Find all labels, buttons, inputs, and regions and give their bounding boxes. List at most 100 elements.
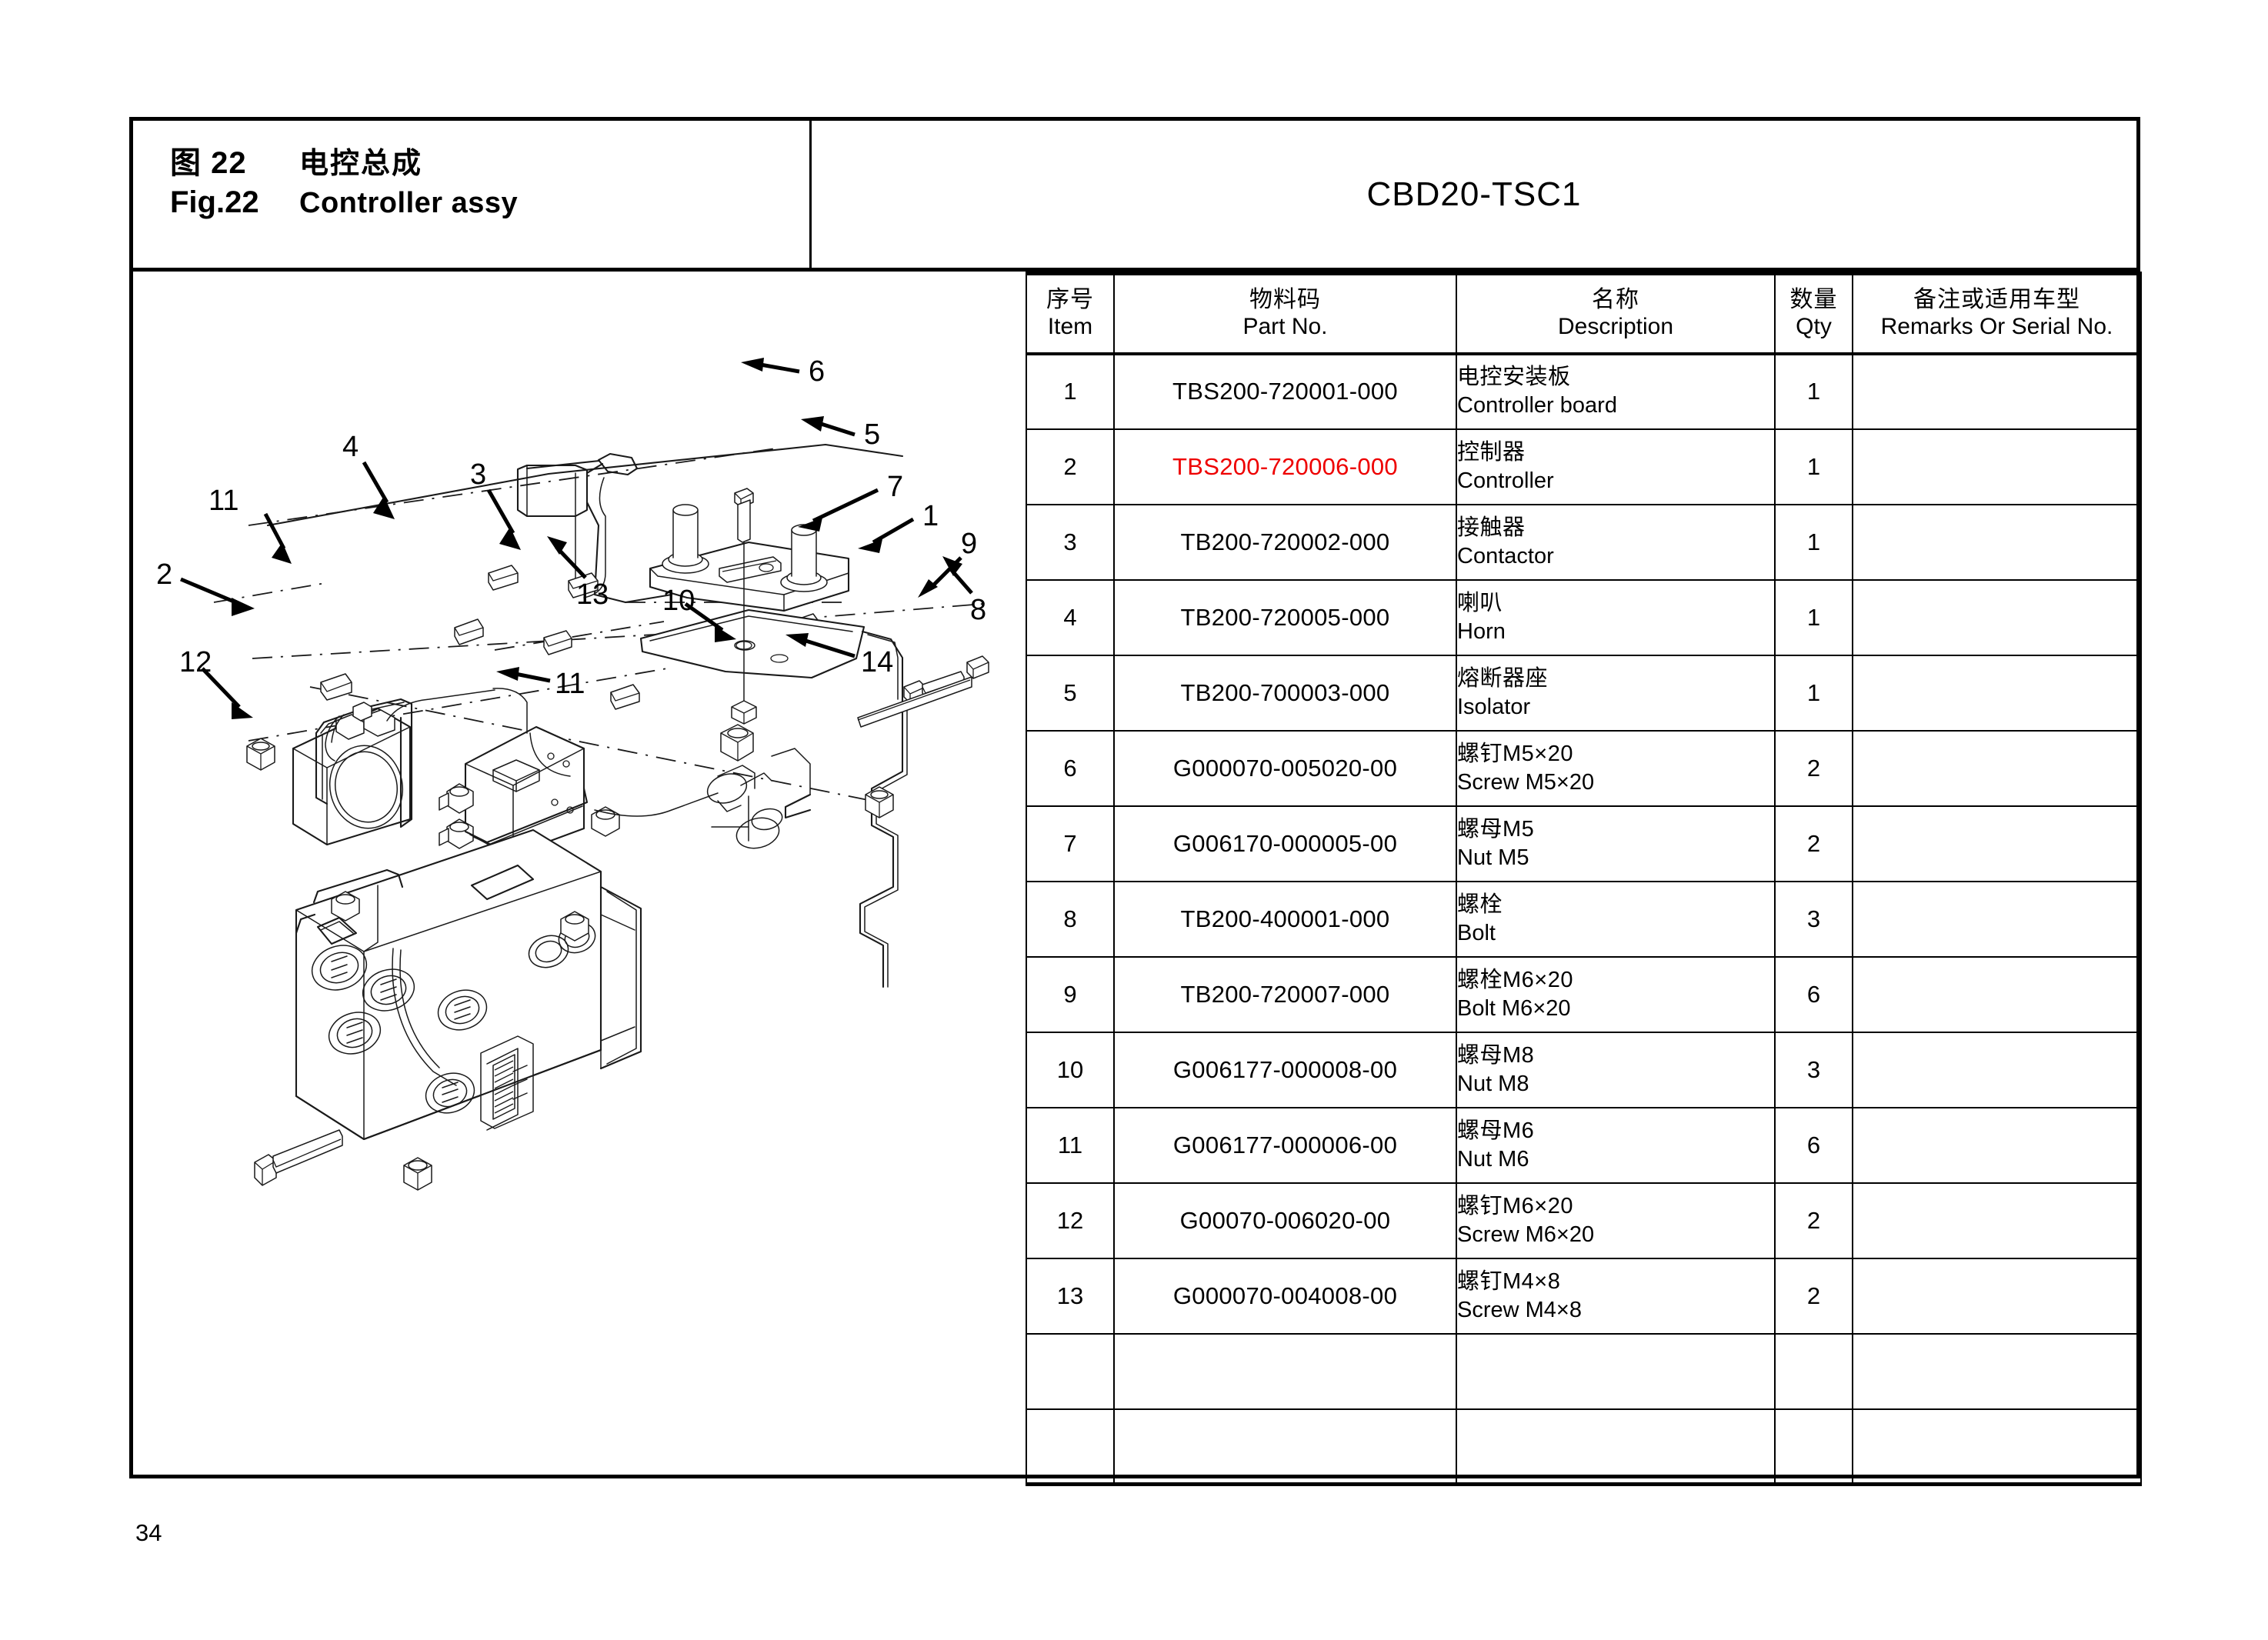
cell-description [1456, 1332, 1776, 1410]
cell-qty: 6 [1774, 955, 1853, 1033]
table-row [1026, 1408, 2142, 1486]
cell-item: 6 [1026, 729, 1115, 807]
callout-label: 3 [470, 458, 486, 491]
cell-qty: 3 [1774, 880, 1853, 958]
callout-label: 9 [961, 528, 977, 560]
cell-qty: 1 [1774, 503, 1853, 581]
callout-label: 13 [576, 578, 609, 611]
assembly-drawing-svg: 11 4 3 6 5 7 1 9 8 2 13 10 12 14 11 [156, 355, 989, 1191]
callout-label: 14 [861, 646, 893, 678]
description-cn: 螺钉M5×20 [1457, 741, 1573, 766]
nut-m6-item11-upper [246, 738, 275, 771]
cell-qty: 2 [1774, 805, 1853, 882]
drawing-sheet-frame: 图 22 电控总成 Fig.22 Controller assy CBD20-T… [129, 117, 2142, 1486]
nut-m8-item10 [720, 724, 754, 762]
cell-qty [1774, 1408, 1853, 1486]
description-en: Screw M4×8 [1457, 1297, 1582, 1322]
model-code-cell: CBD20-TSC1 [812, 121, 2136, 268]
cell-qty: 2 [1774, 729, 1853, 807]
cell-remarks [1852, 428, 2142, 505]
cell-item: 4 [1026, 578, 1115, 656]
cell-remarks [1852, 1332, 2142, 1410]
isolator-fuse-holder [649, 504, 850, 612]
cell-item: 8 [1026, 880, 1115, 958]
parts-list-table: 序号 Item 物料码 Part No. 名称 Description 数量 [1026, 272, 2142, 1486]
cell-remarks [1852, 880, 2142, 958]
description-cn: 控制器 [1457, 439, 1526, 465]
header-qty-cn: 数量 [1789, 287, 1838, 313]
cell-part-no: TBS200-720001-000 [1113, 352, 1457, 430]
cell-part-no: G006177-000008-00 [1113, 1031, 1457, 1108]
cell-qty: 1 [1774, 578, 1853, 656]
title-block: 图 22 电控总成 Fig.22 Controller assy CBD20-T… [133, 121, 2136, 272]
cell-remarks [1852, 352, 2142, 430]
horn-assembly-item4 [292, 698, 413, 846]
description-cn: 熔断器座 [1457, 665, 1549, 691]
cell-part-no: G000070-005020-00 [1113, 729, 1457, 807]
cell-qty: 2 [1774, 1182, 1853, 1259]
header-qty: 数量 Qty [1774, 272, 1853, 355]
cell-part-no: TB200-400001-000 [1113, 880, 1457, 958]
header-remarks: 备注或适用车型 Remarks Or Serial No. [1852, 272, 2142, 355]
description-cn: 螺栓M6×20 [1457, 967, 1573, 992]
cell-remarks [1852, 654, 2142, 732]
description-cn: 螺钉M4×8 [1457, 1268, 1561, 1294]
cell-part-no [1113, 1408, 1457, 1486]
cell-item: 2 [1026, 428, 1115, 505]
callout-label: 12 [179, 646, 212, 678]
cell-remarks [1852, 1182, 2142, 1259]
callout-label: 2 [156, 558, 172, 591]
callout-label: 11 [555, 668, 585, 700]
description-en: Isolator [1457, 694, 1531, 719]
model-code: CBD20-TSC1 [1366, 175, 1582, 213]
description-cn: 螺钉M6×20 [1457, 1193, 1573, 1218]
nut-m6-item11-lower [403, 1157, 432, 1191]
description-cn: 螺母M5 [1457, 816, 1535, 842]
bolt-item8 [857, 655, 989, 728]
description-cn: 喇叭 [1457, 590, 1503, 615]
controller-mounting-board [266, 443, 904, 710]
cell-part-no: G006170-000005-00 [1113, 805, 1457, 882]
cell-part-no: G006177-000006-00 [1113, 1106, 1457, 1184]
cell-qty: 1 [1774, 352, 1853, 430]
cell-part-no: G00070-006020-00 [1113, 1182, 1457, 1259]
cell-remarks [1852, 729, 2142, 807]
sheet-body: 11 4 3 6 5 7 1 9 8 2 13 10 12 14 11 [133, 272, 2142, 1486]
callout-label: 6 [809, 355, 825, 388]
cell-description [1456, 1408, 1776, 1486]
header-description-en: Description [1557, 314, 1674, 340]
parts-table-head: 序号 Item 物料码 Part No. 名称 Description 数量 [1026, 272, 2142, 355]
description-cn: 螺母M6 [1457, 1118, 1535, 1143]
figure-title-english-line: Fig.22 Controller assy [170, 183, 809, 222]
description-cn: 电控安装板 [1457, 365, 1571, 390]
header-part-no-cn: 物料码 [1249, 287, 1321, 313]
cell-item [1026, 1408, 1115, 1486]
callout-label: 1 [922, 500, 939, 532]
header-remarks-cn: 备注或适用车型 [1913, 287, 2080, 313]
description-cn: 接触器 [1457, 515, 1526, 540]
header-item-cn: 序号 [1046, 287, 1094, 313]
cell-remarks [1852, 503, 2142, 581]
description-en: Bolt [1457, 920, 1496, 945]
description-en: Contactor [1457, 543, 1554, 568]
screw-m6x20-item12 [254, 1129, 343, 1186]
header-part-no-en: Part No. [1242, 314, 1328, 340]
callout-label: 11 [208, 485, 238, 517]
header-description-cn: 名称 [1592, 287, 1639, 313]
wire-harness [386, 477, 719, 817]
cell-remarks [1852, 1257, 2142, 1335]
